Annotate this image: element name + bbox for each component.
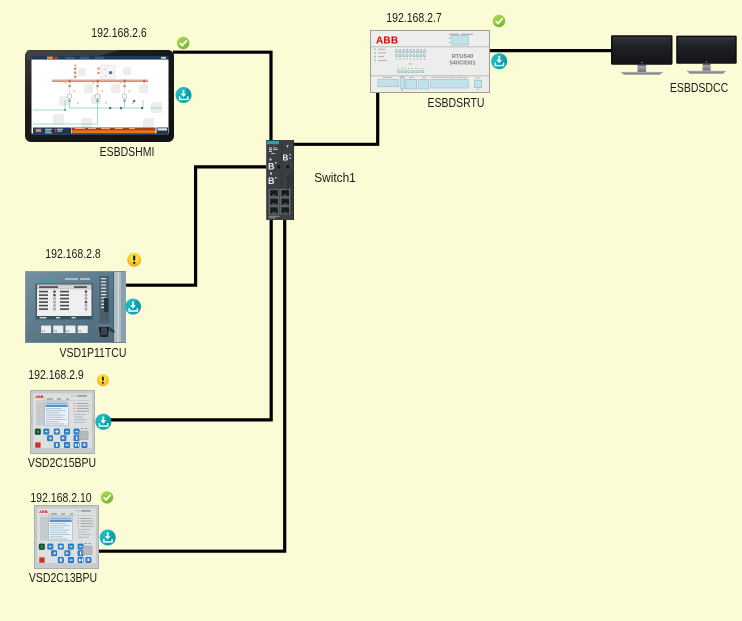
svg-text:B: B: [268, 162, 275, 172]
svg-text:F1: F1: [41, 329, 45, 333]
svg-text:B: B: [283, 154, 289, 163]
svg-text:540CID01: 540CID01: [449, 60, 476, 66]
svg-text:F4: F4: [78, 329, 82, 333]
svg-text:F2: F2: [54, 329, 58, 333]
svg-text:B: B: [268, 176, 275, 186]
svg-text:SIEMENS: SIEMENS: [38, 278, 58, 283]
svg-text:ABB: ABB: [376, 35, 398, 46]
svg-text:RTU540: RTU540: [452, 53, 474, 59]
svg-text:F3: F3: [66, 329, 70, 333]
